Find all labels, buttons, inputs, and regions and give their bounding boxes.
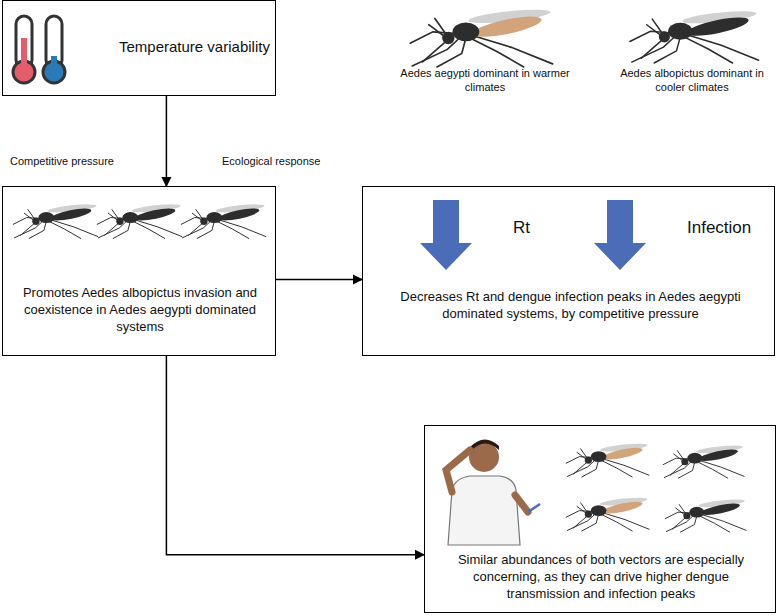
node-text: Promotes Aedes albopictus invasion and c… [20, 285, 260, 336]
process-box: Rt InfectionDecreases Rt and dengue infec… [362, 186, 775, 356]
node-text: Temperature variability [119, 37, 275, 57]
arrow-connector [276, 279, 362, 281]
annotation-label: Ecological response [222, 154, 362, 168]
annotation-label: Aedes albopictus dominant in cooler clim… [612, 66, 772, 95]
aegypti-mosquito [566, 442, 649, 477]
sick-person [446, 439, 540, 545]
albopictus-mosquito [630, 9, 759, 63]
person-arm [515, 495, 528, 512]
thermometer-tube [46, 16, 62, 68]
annotation-label: Competitive pressure [10, 154, 150, 168]
decrease-arrow [594, 200, 646, 270]
albopictus-mosquito [13, 203, 98, 239]
arrow-connector [166, 356, 424, 555]
annotation-label: Aedes aegypti dominant in warmer climate… [400, 66, 570, 95]
thermometer [528, 504, 540, 512]
aegypti-mosquito [566, 496, 649, 531]
person-shirt [448, 476, 520, 545]
decrease-arrow [420, 200, 472, 270]
node-text: Infection [687, 217, 772, 239]
arrow-connector [166, 96, 168, 186]
albopictus-mosquito [181, 203, 266, 239]
thermometer-icons [13, 16, 65, 83]
thermometer-fill [51, 56, 57, 68]
node-text: Rt [513, 217, 573, 239]
person-arm [446, 450, 470, 492]
process-box: Similar abundances of both vectors are e… [424, 425, 776, 613]
process-box: Temperature variability [2, 0, 276, 96]
node-text: Decreases Rt and dengue infection peaks … [393, 289, 748, 323]
thermometer-fill [21, 38, 27, 68]
person-hair [469, 439, 499, 452]
albopictus-mosquito [665, 498, 746, 532]
albopictus-mosquito [97, 203, 182, 239]
albopictus-mosquito [663, 444, 744, 478]
aegypti-mosquito [410, 7, 552, 67]
node-text: Similar abundances of both vectors are e… [446, 552, 756, 603]
process-box: Promotes Aedes albopictus invasion and c… [2, 186, 276, 356]
thermometer-tube [16, 16, 32, 68]
